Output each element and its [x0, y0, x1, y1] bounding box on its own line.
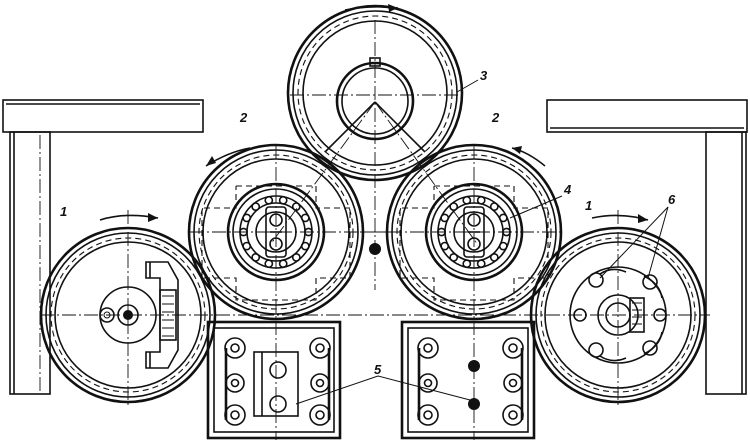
bearing-ball [264, 195, 274, 205]
top-roll [286, 4, 464, 182]
bearing-ball [462, 259, 472, 269]
bearing-ball [498, 241, 508, 251]
label-bearing: 4 [563, 182, 572, 197]
middle-roll-right [385, 143, 563, 321]
bearing-ball [264, 259, 274, 269]
housing-left [206, 320, 342, 440]
bearing-ball [304, 227, 313, 237]
bearing-right [424, 182, 524, 282]
label-bolts: 6 [668, 192, 676, 207]
bearing-ball [476, 195, 486, 205]
bearing-ball [300, 213, 310, 223]
bearing-ball [449, 202, 459, 211]
left-frame [2, 99, 204, 395]
label-top-roll: 3 [480, 68, 488, 83]
label-housings: 5 [374, 362, 382, 377]
bearing-ball [278, 259, 288, 269]
label-side-roll-left: 1 [60, 204, 67, 219]
bearing-ball [440, 241, 450, 251]
bearing-ball [291, 252, 301, 262]
label-side-roll-right: 1 [585, 198, 592, 213]
bearing-ball [489, 252, 499, 262]
bearing-ball [291, 202, 301, 211]
bearing-ball [242, 241, 252, 251]
bearing-ball [251, 252, 261, 262]
bearing-ball [300, 241, 310, 251]
side-roll-left [39, 226, 217, 404]
label-middle-roll-right: 2 [491, 110, 500, 125]
bearing-ball [498, 213, 508, 223]
bearing-ball [251, 202, 261, 211]
label-middle-roll-left: 2 [239, 110, 248, 125]
bearing-ball [462, 195, 472, 205]
bearing-left [226, 182, 326, 282]
bearing-ball [476, 259, 486, 269]
bearing-ball [440, 213, 450, 223]
housing-right [400, 320, 536, 440]
center-lines [40, 20, 710, 440]
bearing-ball [239, 227, 248, 237]
bearing-frames [201, 185, 549, 301]
bearing-ball [242, 213, 252, 223]
bearing-ball [278, 195, 288, 205]
right-frame [546, 99, 748, 395]
center-pin [369, 243, 381, 255]
rotation-arrows [99, 4, 649, 223]
bearing-ball [489, 202, 499, 211]
bearing-ball [502, 227, 511, 237]
bearing-ball [437, 227, 446, 237]
bearing-ball [449, 252, 459, 262]
side-roll-right [529, 226, 707, 404]
leader-lines [295, 79, 669, 405]
